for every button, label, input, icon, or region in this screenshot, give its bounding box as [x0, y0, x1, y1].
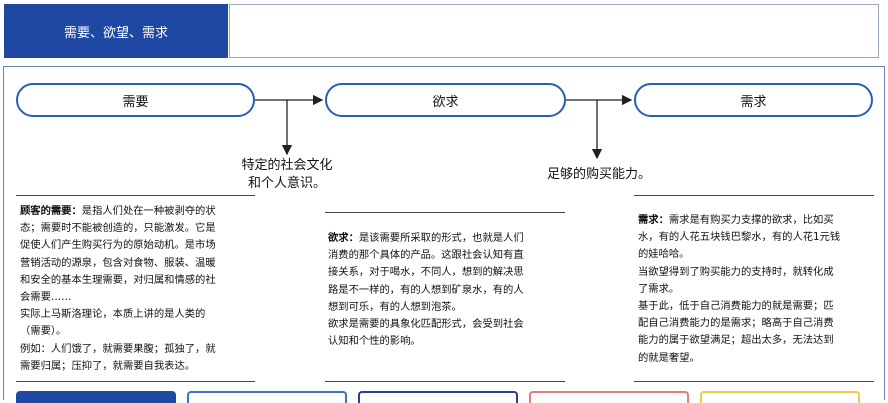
want-line: 是该需要所采取的形式，也就是人们 — [358, 232, 524, 244]
bottom-tile-1 — [16, 391, 176, 403]
want-line: 欲求是需要的具象化匹配形式，会受到社会 — [328, 318, 524, 331]
bottom-tile-3 — [358, 391, 518, 403]
want-line: 想到可乐，有的人想到泡茶。 — [328, 300, 462, 313]
need-line: 例如：人们饿了，就需要果腹；孤独了，就 — [20, 342, 216, 355]
need-line: 实际上马斯洛理论，本质上讲的是人类的 — [20, 308, 206, 321]
want-line: 认知和个性的影响。 — [328, 335, 421, 348]
demand-top-rule — [634, 195, 874, 196]
need-line: 需要归属；压抑了，就需要自我表达。 — [20, 359, 196, 372]
condition-1-text: 特定的社会文化 和个人意识。 — [228, 157, 346, 193]
demand-line: 水，有的人花五块钱巴黎水，有的人花1元钱 — [638, 231, 841, 244]
node-demand: 需求 — [634, 83, 873, 117]
need-line: 会需要…… — [20, 291, 72, 304]
need-term: 顾客的需要： — [20, 205, 82, 217]
need-description: 顾客的需要：是指人们处在一种被剥夺的状 态；需要时不能被创造的，只能激发。它是 … — [20, 203, 254, 375]
condition-1-line-1: 特定的社会文化 — [241, 158, 333, 173]
condition-1-line-2: 和个人意识。 — [247, 176, 326, 191]
content-panel — [3, 66, 885, 400]
node-want-label: 欲求 — [432, 94, 459, 110]
node-want: 欲求 — [325, 83, 566, 117]
demand-term: 需求： — [638, 214, 669, 226]
want-line: 接关系，对于喝水，不同人，想到的解决思 — [328, 266, 524, 279]
demand-line: 配自己消费能力的是需求；略高于自己消费 — [638, 317, 834, 330]
want-line: 消费的那个具体的产品。这跟社会认知有直 — [328, 249, 524, 262]
need-line: 和安全的基本生理需要，对归属和情感的社 — [20, 273, 216, 286]
demand-line: 的就是奢望。 — [638, 351, 700, 364]
need-line: 营销活动的源泉，包含对食物、服装、温暖 — [20, 256, 216, 269]
bottom-tile-4 — [529, 391, 689, 403]
condition-2-line: 足够的购买能力。 — [546, 167, 651, 182]
need-line: 促使人们产生购买行为的原始动机。是市场 — [20, 239, 216, 252]
want-line: 路是不一样的，有的人想到矿泉水，有的人 — [328, 283, 524, 296]
want-top-rule — [325, 212, 565, 213]
need-top-rule — [16, 195, 255, 196]
demand-line: 了需求。 — [638, 282, 680, 295]
want-description: 欲求：是该需要所采取的形式，也就是人们 消费的那个具体的产品。这跟社会认知有直 … — [328, 230, 564, 350]
header-title-tab: 需要、欲望、需求 — [4, 4, 228, 58]
bottom-tile-5 — [700, 391, 860, 403]
node-need-label: 需要 — [122, 94, 149, 110]
node-need: 需要 — [16, 83, 255, 117]
want-bottom-rule — [325, 381, 565, 382]
want-term: 欲求： — [328, 232, 359, 244]
need-bottom-rule — [16, 381, 255, 382]
node-demand-label: 需求 — [740, 94, 767, 110]
demand-line: 当欲望得到了购买能力的支持时，就转化成 — [638, 265, 834, 278]
demand-bottom-rule — [634, 381, 874, 382]
page-title: 需要、欲望、需求 — [63, 25, 168, 41]
need-line: 是指人们处在一种被剥夺的状 — [81, 205, 216, 217]
demand-line: 的娃哈哈。 — [638, 248, 690, 261]
demand-description: 需求：需求是有购买力支撑的欲求，比如买 水，有的人花五块钱巴黎水，有的人花1元钱… — [638, 212, 874, 367]
demand-line: 能力的属于欲望满足；超出太多，无法达到 — [638, 334, 834, 347]
condition-2-text: 足够的购买能力。 — [540, 166, 658, 184]
need-line: （需要）。 — [20, 325, 67, 338]
header-bar — [229, 4, 879, 58]
demand-line: 基于此，低于自己消费能力的就是需要；匹 — [638, 300, 834, 313]
demand-line: 需求是有购买力支撑的欲求，比如买 — [668, 214, 834, 226]
need-line: 态；需要时不能被创造的，只能激发。它是 — [20, 222, 216, 235]
bottom-tile-2 — [187, 391, 347, 403]
